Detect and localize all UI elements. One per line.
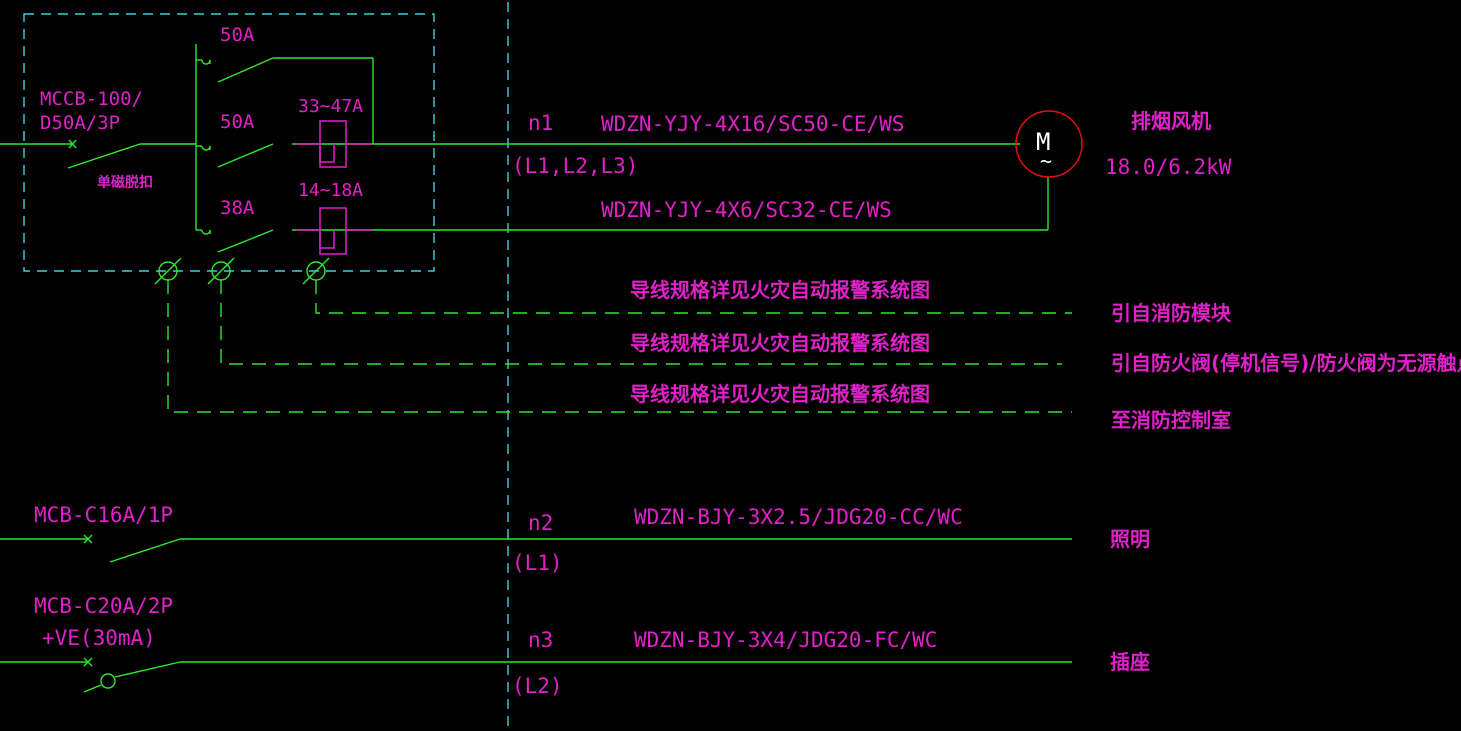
overload-relay-high — [296, 120, 372, 168]
motor-name: 排烟风机 — [1131, 109, 1211, 133]
main-breaker-trip-tag: 单磁脱扣 — [97, 174, 153, 191]
circuit-n2-load: 照明 — [1110, 527, 1150, 551]
circuit-n3-id: n3 — [528, 628, 553, 652]
overload-high-range: 33~47A — [298, 96, 363, 117]
panel-enclosure-boundary — [23, 13, 435, 272]
circuit-n2-breaker-label: MCB-C16A/1P — [34, 503, 173, 527]
circuit-n1-cable-high: WDZN-YJY-4X16/SC50-CE/WS — [601, 112, 904, 136]
circuit-n3-breaker-label-1: MCB-C20A/2P — [34, 594, 173, 618]
main-breaker-label-2: D50A/3P — [40, 112, 120, 134]
switch-top-rating: 50A — [220, 24, 255, 46]
motor-letter: M — [1036, 128, 1050, 156]
motor-power: 18.0/6.2kW — [1105, 155, 1232, 179]
circuit-n2-cable: WDZN-BJY-3X2.5/JDG20-CC/WC — [634, 505, 963, 529]
control-line-2-note: 导线规格详见火灾自动报警系统图 — [630, 331, 930, 355]
control-line-1 — [315, 280, 1072, 314]
main-breaker-label-1: MCCB-100/ — [40, 88, 143, 110]
switch-middle-rating: 50A — [220, 111, 255, 133]
control-line-3 — [167, 280, 1072, 413]
circuit-n3-cable: WDZN-BJY-3X4/JDG20-FC/WC — [634, 628, 937, 652]
circuit-n3-load: 插座 — [1110, 650, 1150, 674]
circuit-n2-phases: (L1) — [512, 551, 563, 575]
circuit-n1-phases: (L1,L2,L3) — [512, 154, 638, 178]
control-line-2 — [220, 280, 1062, 365]
overload-relay-low — [296, 207, 372, 255]
switch-bottom-rating: 38A — [220, 197, 255, 219]
circuit-n1-id: n1 — [528, 111, 553, 135]
circuit-n3-breaker — [0, 657, 1072, 693]
circuit-n1-cable-low: WDZN-YJY-4X6/SC32-CE/WS — [601, 198, 892, 222]
main-breaker — [0, 139, 196, 169]
circuit-n3-phases: (L2) — [512, 674, 563, 698]
motor-tilde: ~ — [1040, 149, 1052, 173]
control-line-3-note: 导线规格详见火灾自动报警系统图 — [630, 382, 930, 406]
motor-symbol — [1015, 110, 1083, 178]
control-line-1-destination: 引自消防模块 — [1111, 301, 1232, 325]
control-line-1-note: 导线规格详见火灾自动报警系统图 — [630, 278, 930, 302]
switch-bottom — [196, 177, 1049, 253]
overload-low-range: 14~18A — [298, 180, 363, 201]
switch-middle — [196, 143, 1020, 168]
circuit-n2-breaker — [0, 534, 1072, 563]
control-line-2-destination: 引自防火阀(停机信号)/防火阀为无源触点 — [1111, 351, 1461, 375]
control-line-3-destination: 至消防控制室 — [1111, 408, 1231, 432]
circuit-n3-breaker-label-2: +VE(30mA) — [42, 626, 156, 650]
switch-top — [196, 57, 374, 144]
circuit-n2-id: n2 — [528, 511, 553, 535]
